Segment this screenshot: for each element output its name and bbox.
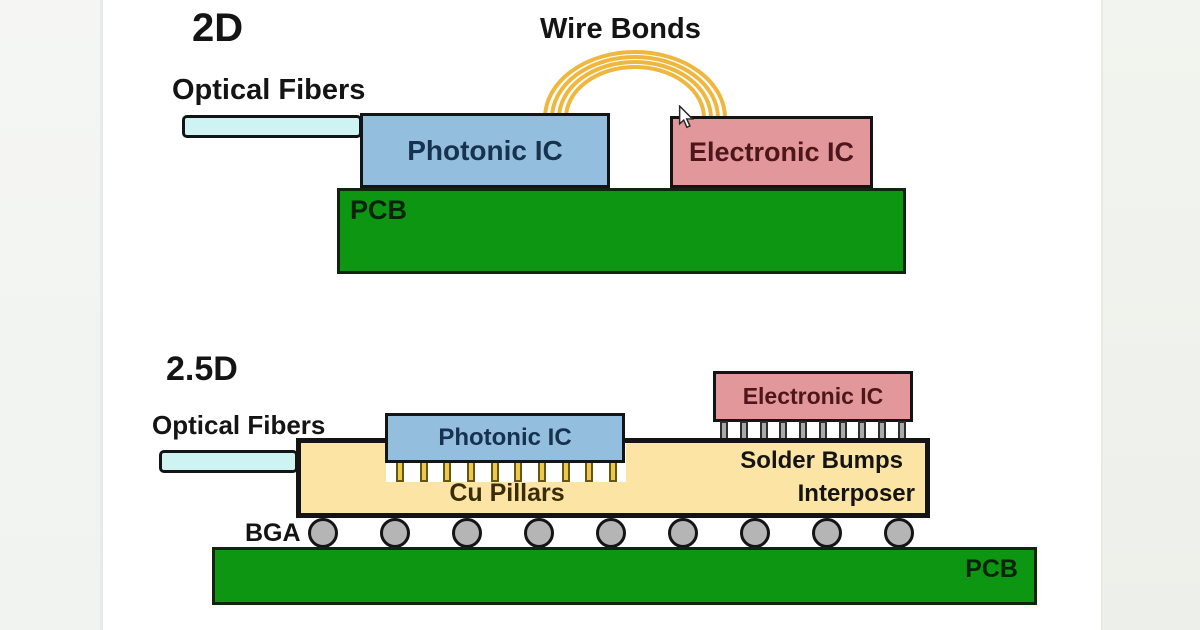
wire-bonds-label: Wire Bonds (540, 13, 701, 45)
pcb-box-2-5d: PCB (212, 547, 1037, 605)
pcb-label-2-5d: PCB (965, 555, 1018, 583)
bga-ball (740, 518, 770, 548)
cu-pillars-label: Cu Pillars (449, 479, 565, 507)
bga-ball (884, 518, 914, 548)
photonic-ic-label-2d: Photonic IC (407, 134, 563, 166)
optical-fiber-shape-2d (182, 115, 362, 138)
pcb-box-2d: PCB (337, 188, 906, 274)
bga-ball (812, 518, 842, 548)
optical-fibers-label-2d: Optical Fibers (172, 74, 366, 106)
electronic-ic-box-2d: Electronic IC (670, 116, 873, 188)
diagram-2-5d-title: 2.5D (166, 350, 238, 388)
bga-ball (596, 518, 626, 548)
bga-ball (308, 518, 338, 548)
photonic-ic-label-2-5d: Photonic IC (438, 424, 572, 451)
interposer-label: Interposer (797, 480, 915, 507)
photonic-ic-box-2-5d: Photonic IC (385, 413, 625, 463)
bga-label: BGA (245, 519, 301, 547)
optical-fiber-shape-2-5d (159, 450, 298, 473)
bga-ball (380, 518, 410, 548)
mouse-cursor-icon (678, 105, 695, 129)
electronic-ic-box-2-5d: Electronic IC (713, 371, 913, 422)
photonic-ic-box-2d: Photonic IC (360, 113, 610, 188)
right-margin-strip (1101, 0, 1200, 630)
optical-fibers-label-2-5d: Optical Fibers (152, 410, 326, 440)
bga-ball (452, 518, 482, 548)
diagram-2d-title: 2D (192, 6, 244, 50)
left-margin-strip (0, 0, 103, 630)
pcb-label-2d: PCB (350, 195, 408, 225)
electronic-ic-label-2-5d: Electronic IC (742, 383, 884, 409)
bga-balls-row (308, 518, 914, 549)
solder-bumps-label: Solder Bumps (740, 447, 903, 474)
wire-bonds-arcs (543, 50, 727, 118)
bga-ball (668, 518, 698, 548)
bga-ball (524, 518, 554, 548)
electronic-ic-label-2d: Electronic IC (688, 136, 855, 167)
